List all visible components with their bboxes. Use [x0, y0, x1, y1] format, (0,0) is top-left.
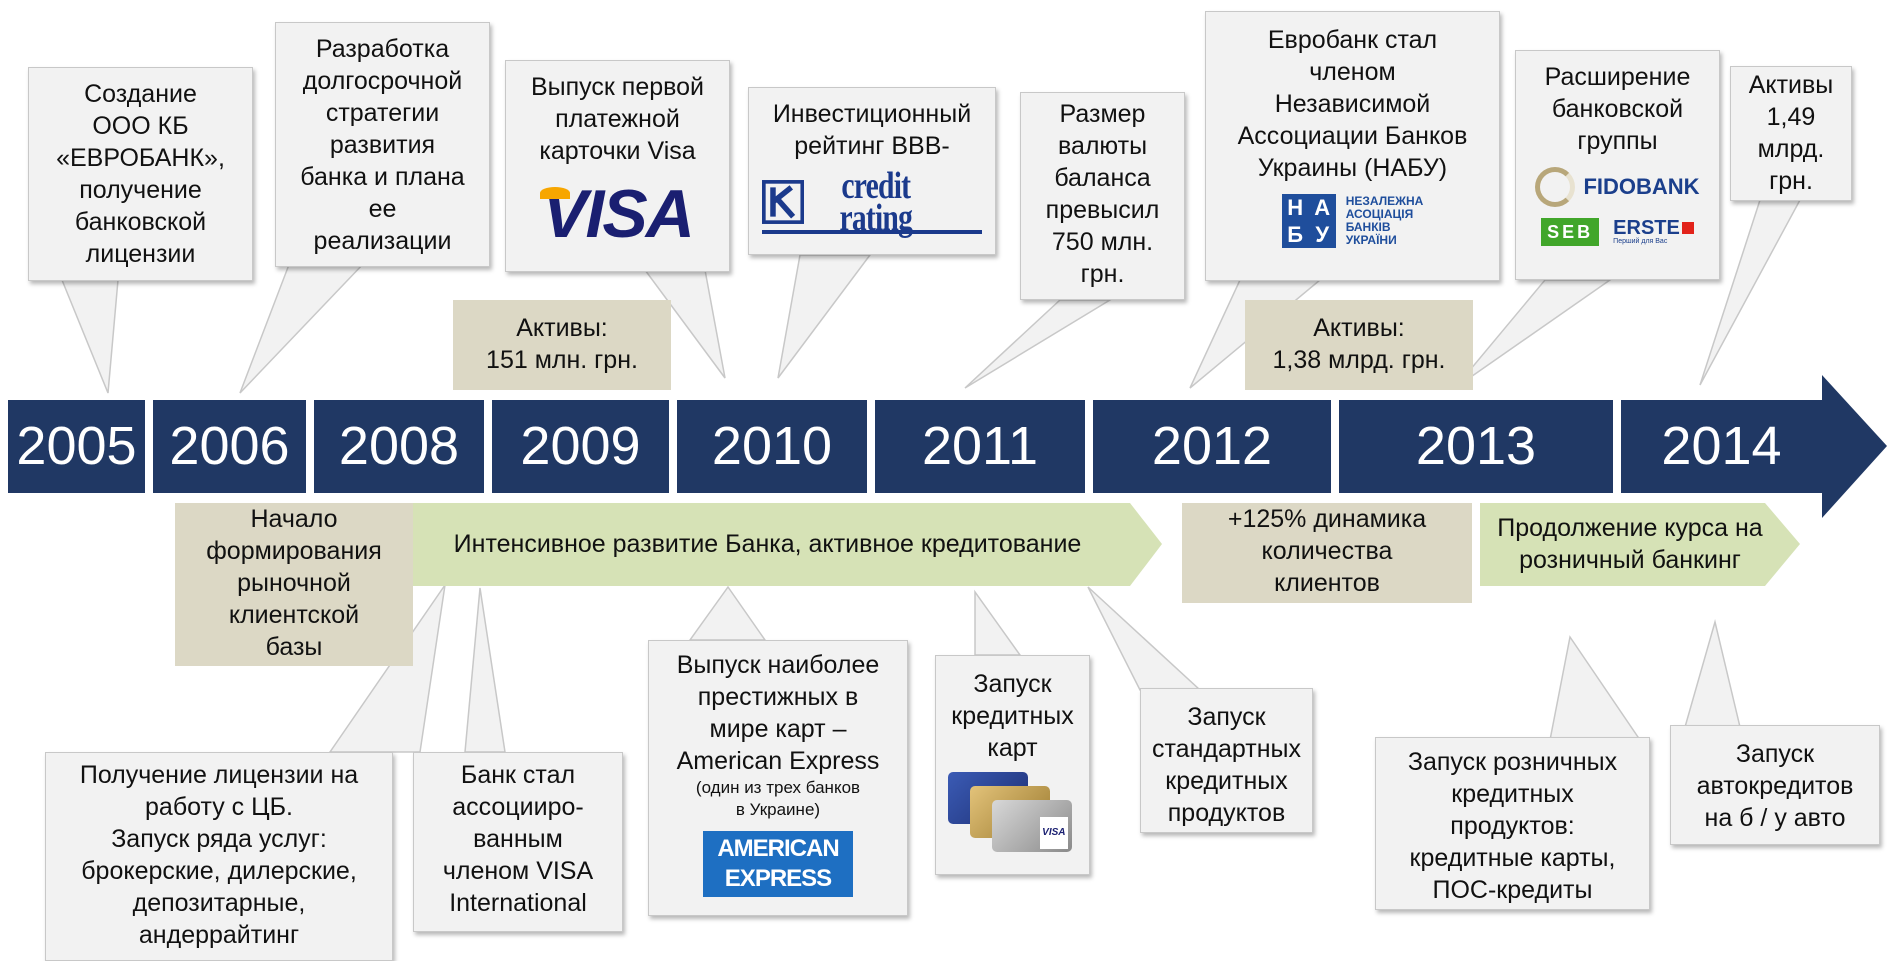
tail-auto: [1684, 619, 1741, 728]
year-2014: 2014: [1621, 400, 1822, 493]
retail-arrow-band: [1480, 503, 1800, 586]
retail-course-label: Продолжение курса на розничный банкинг: [1497, 514, 1763, 574]
callout-2005-founding: Создание ООО КБ «ЕВРОБАНК», получение ба…: [28, 67, 253, 281]
intensive-arrow-band: [395, 503, 1162, 586]
callout-2013-group: Расширение банковской группы FIDOBANK SE…: [1515, 50, 1720, 280]
tail-2011: [964, 299, 1113, 389]
card-silver-icon: VISA: [991, 800, 1072, 852]
callout-2014-assets: Активы 1,49 млрд. грн.: [1730, 66, 1852, 201]
year-2006: 2006: [153, 400, 306, 493]
year-2008: 2008: [314, 400, 484, 493]
fidobank-logo: FIDOBANK: [1520, 167, 1715, 207]
credit-cards-image: VISA: [947, 772, 1078, 867]
intensive-development-label: Интенсивное развитие Банка, активное кре…: [453, 530, 1082, 558]
year-2009: 2009: [492, 400, 669, 493]
tail-visa-member: [464, 587, 506, 753]
visa-logo: VISA: [510, 179, 725, 249]
nabu-mark-icon: Н А Б У: [1281, 194, 1336, 248]
tail-2013: [1454, 279, 1613, 389]
clients-growth-box: +125% динамика количества клиентов: [1182, 503, 1472, 603]
callout-auto-loans: Запуск автокредитов на б / у авто: [1670, 725, 1880, 845]
assets-2012-box: Активы: 1,38 млрд. грн.: [1245, 300, 1473, 390]
tail-2010: [777, 254, 872, 379]
callout-standard-products: Запуск стандартных кредитных продуктов: [1140, 688, 1313, 833]
visa-swoosh-icon: [540, 187, 570, 199]
year-2011: 2011: [875, 400, 1085, 493]
year-2005: 2005: [8, 400, 145, 493]
amex-logo: AMERICAN EXPRESS: [703, 831, 853, 897]
year-2013: 2013: [1339, 400, 1613, 493]
callout-2010-rating: Инвестиционный рейтинг BBB- credit ratin…: [748, 87, 996, 255]
timeline-arrowhead: [1822, 375, 1887, 518]
tail-retail: [1549, 635, 1642, 741]
tail-credit-cards: [974, 589, 1022, 656]
erste-logo: ERSTE Перший для Вас: [1613, 217, 1694, 246]
year-2012: 2012: [1093, 400, 1331, 493]
tail-2006: [239, 261, 367, 394]
callout-credit-cards: Запуск кредитных карт VISA: [935, 655, 1090, 875]
credit-rating-logo: credit rating: [762, 167, 982, 237]
erste-mark-icon: [1681, 222, 1694, 234]
callout-2011-balance: Размер валюты баланса превысил 750 млн. …: [1020, 92, 1185, 300]
callout-2006-strategy: Разработка долгосрочной стратегии развит…: [275, 22, 490, 267]
callout-visa-member: Банк стал ассоцииро- ванным членом VISA …: [413, 752, 623, 932]
callout-2012-nabu: Евробанк стал членом Независимой Ассоциа…: [1205, 11, 1500, 281]
callout-amex: Выпуск наиболее престижных в мире карт –…: [648, 640, 908, 916]
market-base-box: Начало формирования рыночной клиентской …: [175, 503, 413, 666]
assets-2009-box: Активы: 151 млн. грн.: [453, 300, 671, 390]
callout-license: Получение лицензии на работу с ЦБ. Запус…: [45, 752, 393, 961]
callout-2009-visa-card: Выпуск первой платежной карточки Visa VI…: [505, 60, 730, 272]
callout-retail-products: Запуск розничных кредитных продуктов: кр…: [1375, 737, 1650, 910]
credit-rating-emblem-icon: [762, 180, 805, 224]
fidobank-ring-icon: [1535, 167, 1576, 207]
tail-2005: [60, 279, 119, 394]
nabu-logo: Н А Б У НЕЗАЛЕЖНА АСОЦІАЦІЯ БАНКІВ УКРАЇ…: [1210, 194, 1495, 248]
year-2010: 2010: [677, 400, 867, 493]
tail-amex: [688, 585, 767, 641]
seb-logo: SEB: [1541, 217, 1600, 246]
